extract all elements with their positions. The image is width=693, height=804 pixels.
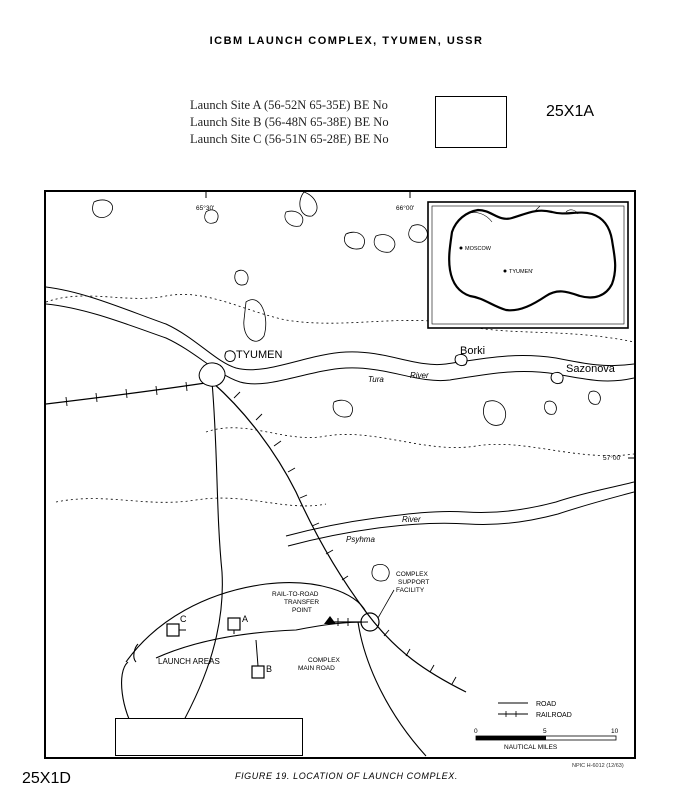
road-launch-loop: [125, 582, 367, 663]
redacted-block: [115, 718, 303, 756]
npic-reference: NPIC H-6012 (12/63): [572, 763, 624, 769]
launch-site-a-marker: [227, 617, 241, 631]
figure-caption: FIGURE 19. LOCATION OF LAUNCH COMPLEX.: [234, 771, 458, 781]
marsh-boundary-north: [46, 294, 634, 343]
tura-river-south-bank: [46, 303, 634, 385]
inset-coastline-north: [465, 205, 579, 223]
place-label-borki: Borki: [460, 345, 485, 357]
railroad-west: [46, 381, 213, 405]
launch-site-b-line: Launch Site B (56-48N 65-38E) BE No: [190, 115, 389, 129]
transfer-point-label-1: RAIL-TO-ROAD: [272, 591, 319, 598]
legend-railroad-label: RAILROAD: [536, 712, 572, 719]
inset-moscow-dot: [459, 246, 463, 250]
launch-site-c-label: C: [180, 614, 187, 624]
transfer-point-label-3: POINT: [292, 607, 312, 614]
support-facility-label-2: SUPPORT: [398, 579, 429, 586]
rail-to-road-transfer-point-marker: [324, 616, 336, 624]
road-launch-west: [133, 643, 139, 663]
launch-areas-label: LAUNCH AREAS: [158, 657, 220, 666]
lake-5: [344, 231, 365, 250]
lake-4: [284, 210, 304, 227]
lake-1: [92, 199, 113, 218]
river-label-tura: Tura: [368, 375, 384, 384]
launch-site-b-label: B: [266, 664, 272, 674]
launch-site-a-label: A: [242, 614, 248, 624]
scale-tick-5: 5: [543, 728, 547, 735]
river-label-pyshma-suffix: River: [402, 515, 421, 524]
latitude-label-1: 57°00': [603, 454, 621, 462]
complex-main-road-label-2: MAIN ROAD: [298, 665, 335, 672]
launch-site-c-line: Launch Site C (56-51N 65-28E) BE No: [190, 132, 389, 146]
complex-support-facility-marker: [360, 612, 380, 632]
support-facility-leader: [377, 589, 395, 619]
launch-site-b-marker: [251, 665, 265, 679]
inset-tyumen-dot: [503, 269, 507, 273]
declassification-code-bottom: 25X1D: [22, 770, 71, 787]
page-title: ICBM LAUNCH COMPLEX, TYUMEN, USSR: [209, 35, 484, 47]
map-frame: 65°30' 66°00' 57°00' TYUMEN Borki Sazono…: [44, 190, 636, 759]
lake-9: [234, 269, 249, 286]
road-main: [155, 621, 369, 659]
pyshma-river-north-bank: [285, 481, 634, 537]
marsh-boundary-south: [55, 497, 327, 507]
lake-3: [299, 192, 318, 217]
scale-unit-label: NAUTICAL MILES: [504, 744, 558, 751]
inset-moscow-label: MOSCOW: [465, 246, 492, 252]
place-label-sazonova: Sazonova: [566, 363, 616, 375]
inset-tyumen-label: TYUMEN': [509, 269, 533, 275]
launch-site-a-line: Launch Site A (56-52N 65-35E) BE No: [190, 98, 388, 112]
marsh-boundary-central: [205, 427, 634, 457]
redacted-be-number-box: [435, 96, 507, 148]
lake-7: [408, 224, 428, 243]
longitude-label-2: 66°00': [396, 204, 414, 212]
map-legend: ROAD RAILROAD: [498, 701, 572, 719]
borki-town-outline: [454, 353, 468, 367]
inset-ussr-outline: [448, 208, 617, 312]
scale-bar: 0 5 10 NAUTICAL MILES: [474, 728, 619, 751]
tyumen-town-outline-2: [224, 350, 236, 363]
river-label-tura-suffix: River: [410, 371, 429, 380]
support-facility-label-3: FACILITY: [396, 587, 425, 594]
scale-tick-10: 10: [611, 728, 619, 735]
road-north-south: [165, 381, 223, 753]
pyshma-river-south-bank: [287, 491, 634, 547]
location-map: 65°30' 66°00' 57°00' TYUMEN Borki Sazono…: [46, 192, 634, 757]
lake-13: [371, 564, 390, 582]
declassification-code-top: 25X1A: [546, 103, 595, 120]
inset-map: MOSCOW TYUMEN': [427, 201, 629, 329]
lake-11: [544, 400, 557, 415]
lake-12: [332, 399, 353, 418]
lake-2: [204, 209, 219, 224]
lake-10: [483, 400, 507, 426]
sazonova-town-outline: [550, 371, 564, 385]
road-spur-support: [357, 621, 427, 757]
lake-8: [243, 299, 267, 342]
tyumen-town-outline: [198, 362, 226, 387]
legend-road-label: ROAD: [536, 701, 556, 708]
tura-river-north-bank: [46, 286, 634, 371]
launch-site-c-marker: [166, 623, 180, 637]
longitude-label-1: 65°30': [196, 204, 214, 212]
scale-tick-0: 0: [474, 728, 478, 735]
river-label-pyshma: Psyhma: [346, 535, 375, 544]
complex-main-road-label-1: COMPLEX: [308, 657, 340, 664]
transfer-point-label-2: TRANSFER: [284, 599, 319, 606]
support-facility-label-1: COMPLEX: [396, 571, 428, 578]
railroad-main: [211, 381, 467, 693]
lake-14: [588, 390, 601, 405]
launch-site-list: Launch Site A (56-52N 65-35E) BE No Laun…: [190, 97, 389, 148]
lake-6: [373, 234, 396, 253]
place-label-tyumen: TYUMEN: [236, 349, 283, 361]
